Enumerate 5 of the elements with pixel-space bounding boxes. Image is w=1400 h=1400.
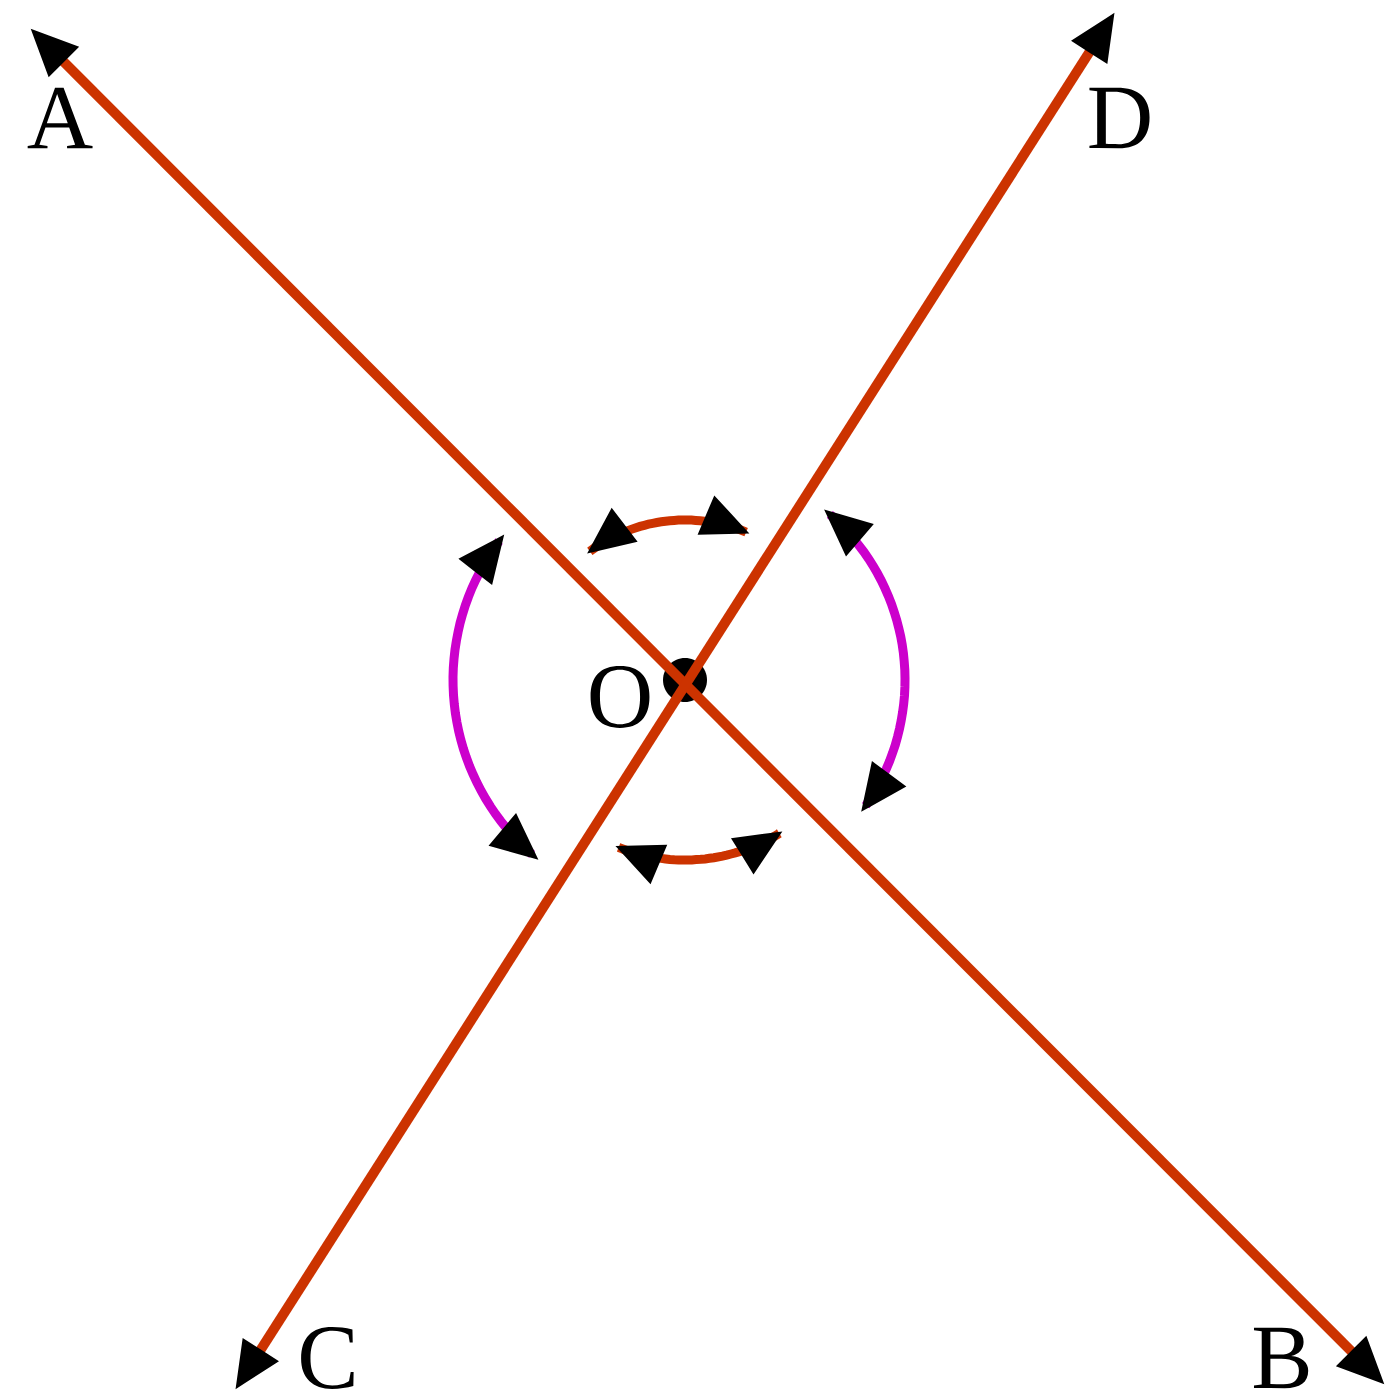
point-label: C [301, 1327, 354, 1389]
point-label: D [1089, 87, 1150, 149]
point-label: O [590, 666, 650, 728]
point-label: A [27, 87, 93, 149]
point-label: B [1254, 1327, 1309, 1389]
